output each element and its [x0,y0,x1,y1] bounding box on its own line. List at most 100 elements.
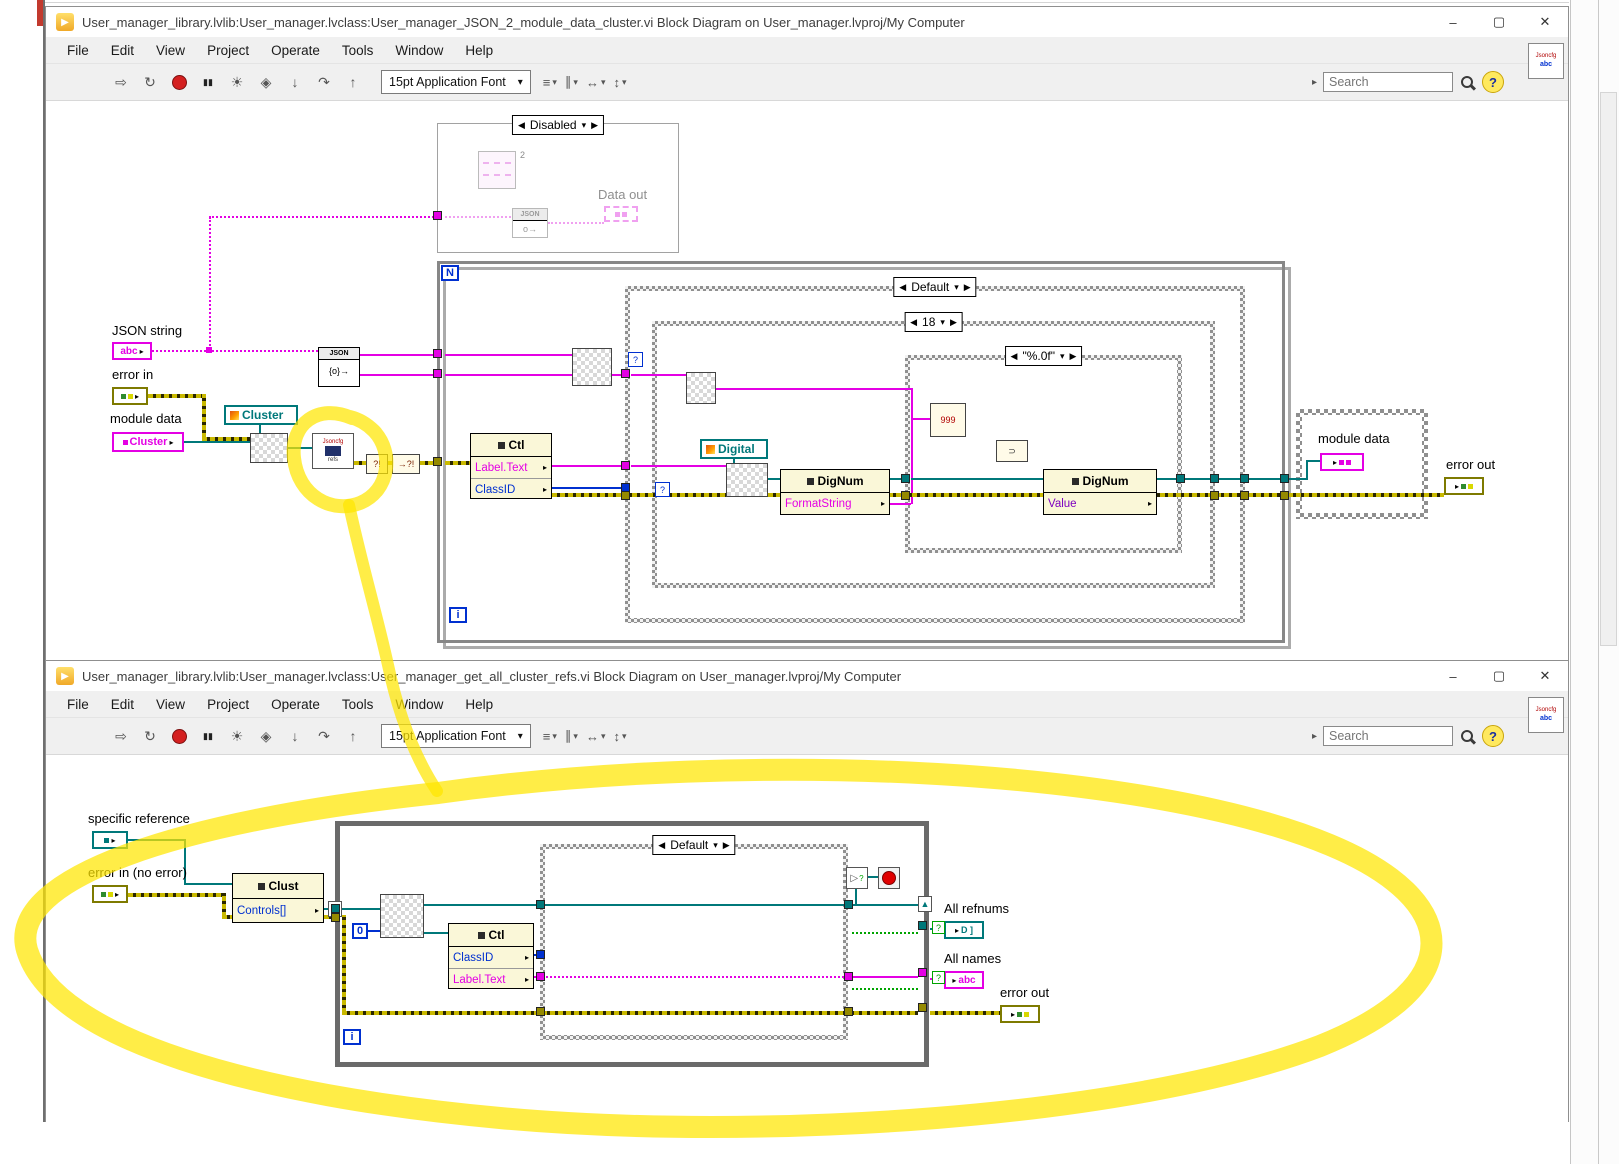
distribute-objects-button[interactable]: ∥▾ [565,728,578,744]
wire-disabled-inner[interactable] [445,216,515,218]
wire-junction[interactable] [206,347,212,353]
tunnel[interactable] [621,369,630,378]
tunnel[interactable] [844,900,853,909]
tunnel[interactable] [918,968,927,977]
wire-json-out-1[interactable] [360,354,437,356]
all-refnums-label[interactable]: All refnums [944,901,1010,916]
run-continuous-button[interactable]: ↻ [144,73,156,90]
wire-digital-drop[interactable] [733,459,735,465]
case-next-icon[interactable]: ▶ [963,281,971,292]
resize-objects-button[interactable]: ↔▾ [586,729,606,744]
retain-wire-values-button[interactable]: ◈ [260,727,272,744]
property-node-title-row[interactable]: Clust [233,874,323,899]
case-selector-outer[interactable]: ◀ Default ▾ ▶ [893,277,977,297]
tunnel[interactable] [536,1007,545,1016]
conversion-node[interactable]: ⊃ [996,440,1028,462]
wire-error-in-3[interactable] [222,915,232,919]
highlight-execution-button[interactable]: ☀ [230,727,244,744]
menu-file[interactable]: File [67,42,89,58]
tunnel[interactable] [433,457,442,466]
wire-to-ctl[interactable] [445,461,470,465]
case-prev-icon[interactable]: ◀ [658,839,666,850]
reorder-button[interactable]: ↕▾ [613,729,626,744]
shift-register-right[interactable]: ▲ [918,896,932,912]
wire-labeltext-run[interactable] [631,465,726,467]
use-default-tunnel[interactable]: ? [932,971,945,984]
wire-json-out-2[interactable] [360,374,437,376]
menu-file[interactable]: File [67,696,89,712]
minimize-button[interactable]: – [1449,14,1457,30]
wire-dignum2-out-3[interactable] [1245,478,1285,480]
wire-loop-in-1[interactable] [445,354,572,356]
step-out-button[interactable]: ↑ [349,74,357,90]
tunnel[interactable] [536,972,545,981]
case-next-icon[interactable]: ▶ [591,119,599,130]
wire-json-string-branch[interactable] [209,217,211,350]
search-expand-icon[interactable]: ▸ [1311,76,1317,88]
search-input[interactable] [1323,72,1453,92]
property-node-clust[interactable]: Clust Controls[]▸ [232,873,324,923]
all-names-label[interactable]: All names [944,951,1002,966]
vi-icon-pane[interactable]: Jsoncfg abc [1528,43,1564,79]
case-next-icon[interactable]: ▶ [1069,350,1077,361]
tunnel[interactable] [1176,474,1185,483]
wire-loop-exit[interactable] [1285,478,1308,480]
error-out-label[interactable]: error out [1446,457,1496,472]
block-diagram-2[interactable]: ◀ Default ▾ ▶ [46,755,1568,1123]
tunnel[interactable] [901,474,910,483]
bundle-node[interactable] [250,433,288,463]
tunnel[interactable] [433,369,442,378]
step-into-button[interactable]: ↓ [291,74,299,90]
property-node-ctl[interactable]: Ctl Label.Text▸ ClassID▸ [470,433,552,499]
menu-view[interactable]: View [156,42,186,58]
wire-bundle2-out[interactable] [768,478,780,480]
json-node-disabled[interactable]: JSON o→ [512,208,548,238]
reorder-button[interactable]: ↕▾ [613,75,626,90]
to-more-specific-node[interactable]: →?! [392,454,420,474]
search-expand-icon[interactable]: ▸ [1311,730,1317,742]
chevron-down-icon[interactable]: ▾ [954,281,959,292]
case-selector-disabled[interactable]: ◀ Disabled ▾ ▶ [511,115,605,135]
digital-class-constant[interactable]: Digital [700,439,768,459]
wire-classid-out[interactable] [552,487,621,489]
property-row[interactable]: ClassID▸ [471,479,551,500]
wire-error-in-1[interactable] [148,394,204,398]
titlebar-2[interactable]: ▶ User_manager_library.lvlib:User_manage… [46,661,1568,691]
block-diagram-1[interactable]: ◀ Disabled ▾ ▶ ◀ Default ▾ ▶ [46,101,1568,661]
unbundle-node[interactable] [572,348,612,386]
wire-labeltext-out[interactable] [552,465,625,467]
step-out-button[interactable]: ↑ [349,728,357,744]
menu-view[interactable]: View [156,696,186,712]
data-out-terminal[interactable] [604,206,638,222]
menu-window[interactable]: Window [395,42,444,58]
wire-subvi-out-3[interactable] [420,461,437,465]
tunnel[interactable] [331,913,340,922]
tunnel[interactable] [1240,474,1249,483]
step-over-button[interactable]: ↷ [318,73,330,90]
tunnel[interactable] [918,1003,927,1012]
wire-cond-drop[interactable] [855,888,857,904]
case-prev-icon[interactable]: ◀ [1010,350,1018,361]
case-next-icon[interactable]: ▶ [949,316,957,327]
property-node-dignum-format[interactable]: DigNum FormatString▸ [780,469,890,515]
wire-error-out[interactable] [930,1011,1000,1015]
loop-condition-node[interactable]: ▷ ? [846,867,868,889]
cluster-class-constant[interactable]: Cluster [224,405,298,425]
minimize-button[interactable]: – [1449,668,1457,684]
wire-zero[interactable] [368,930,380,932]
background-scrollbar[interactable] [1600,92,1617,646]
menu-operate[interactable]: Operate [271,696,320,712]
step-into-button[interactable]: ↓ [291,728,299,744]
data-out-label[interactable]: Data out [598,187,648,202]
close-button[interactable]: ✕ [1539,668,1551,683]
menu-operate[interactable]: Operate [271,42,320,58]
pause-button[interactable]: ▮▮ [203,76,213,87]
for-loop[interactable] [437,261,1285,643]
retain-wire-values-button[interactable]: ◈ [260,73,272,90]
chevron-down-icon[interactable]: ▾ [940,316,945,327]
wire-specific-ref-3[interactable] [184,883,232,885]
menu-project[interactable]: Project [207,42,250,58]
property-node-title-row[interactable]: DigNum [781,470,889,493]
search-icon[interactable] [1459,728,1476,745]
help-button[interactable]: ? [1482,725,1504,747]
